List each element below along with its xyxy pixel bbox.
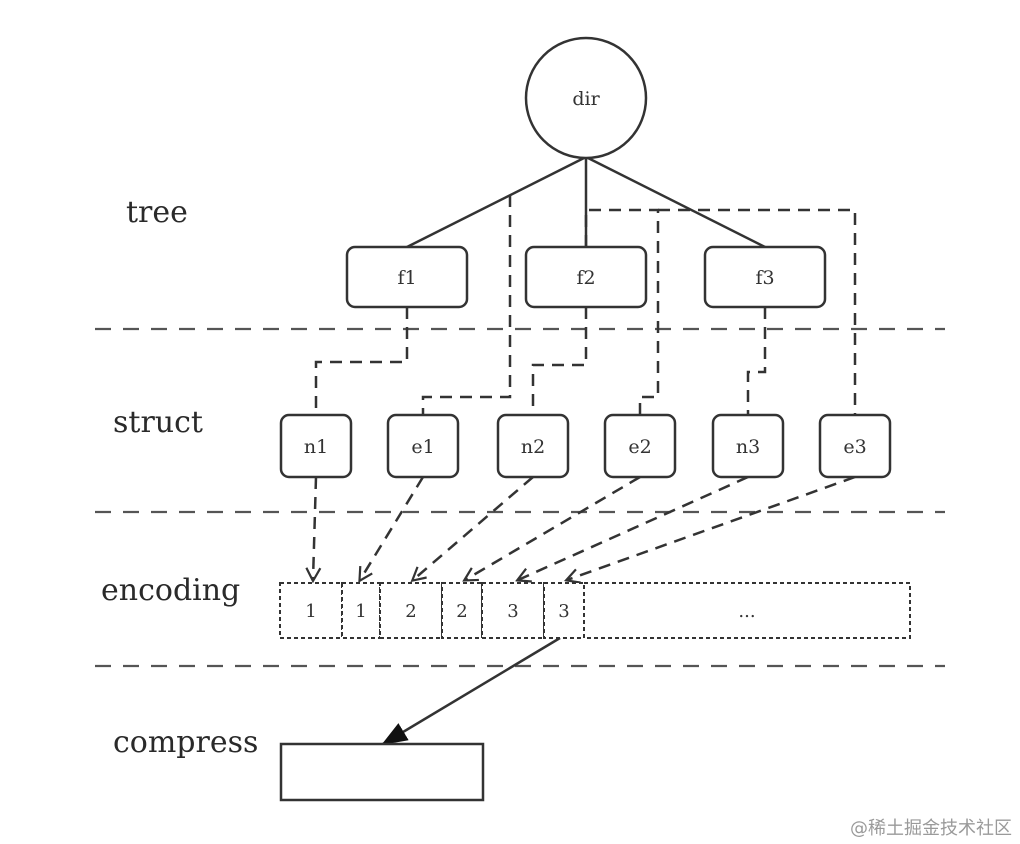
encoding-cell [543,582,585,639]
struct-node-n2: n2 [496,413,570,479]
link-f2-e2 [584,208,660,415]
layer-label-struct: struct [113,405,203,440]
watermark: @稀土掘金技术社区 [850,818,1012,839]
arrow-e2-cell [465,475,641,580]
struct-node-label: n3 [736,436,760,458]
encoding-cell-label: ... [738,601,755,622]
struct-node-n3: n3 [711,413,785,479]
root-node-label: dir [572,88,600,110]
layer-label-compress: compress [113,725,258,760]
struct-node-n1: n1 [279,413,353,479]
encoding-cell-label: 2 [456,601,467,622]
edge-dir-f1 [406,155,587,249]
arrow-e1-cell [360,476,425,580]
edge-dir-f3 [585,155,766,249]
file-node-label: f1 [397,267,416,289]
encoding-row: 1 1 2 2 3 3 ... [279,582,911,639]
struct-node-e1: e1 [386,413,460,479]
encoding-cell-label: 2 [405,601,416,622]
struct-node-e3: e3 [818,413,892,479]
file-node-f1: f1 [345,245,469,309]
struct-node-label: e3 [843,436,866,458]
encoding-cell-label: 1 [355,601,366,622]
arrow-encoding-compress [381,636,561,746]
file-node-label: f3 [755,267,774,289]
compress-box [279,742,485,802]
struct-node-label: n2 [521,436,545,458]
file-node-f3: f3 [703,245,827,309]
layer-label-tree: tree [126,195,188,230]
root-node-dir: dir [524,36,648,160]
arrow-n1-cell [313,476,316,580]
encoding-cell [279,582,343,639]
encoding-cell-label: 3 [507,601,518,622]
file-node-label: f2 [576,267,595,289]
link-dir-e1 [421,195,512,415]
arrow-n3-cell [518,475,749,580]
encoding-cell [441,582,483,639]
file-node-f2: f2 [524,245,648,309]
link-f1-n1 [314,307,409,415]
layer-label-encoding: encoding [101,573,240,608]
arrow-e3-cell [567,475,856,580]
arrow-n2-cell [413,476,534,580]
encoding-cell [379,582,443,639]
encoding-cell [481,582,545,639]
encoding-cell-label: 3 [558,601,569,622]
link-f2-n2 [531,307,588,415]
encoding-cell [583,582,911,639]
struct-node-e2: e2 [603,413,677,479]
encoding-cell-label: 1 [305,601,316,622]
link-f3-n3 [746,307,767,415]
struct-node-label: e1 [411,436,434,458]
struct-node-label: n1 [304,436,328,458]
struct-node-label: e2 [628,436,651,458]
link-dir-e3 [658,208,857,415]
